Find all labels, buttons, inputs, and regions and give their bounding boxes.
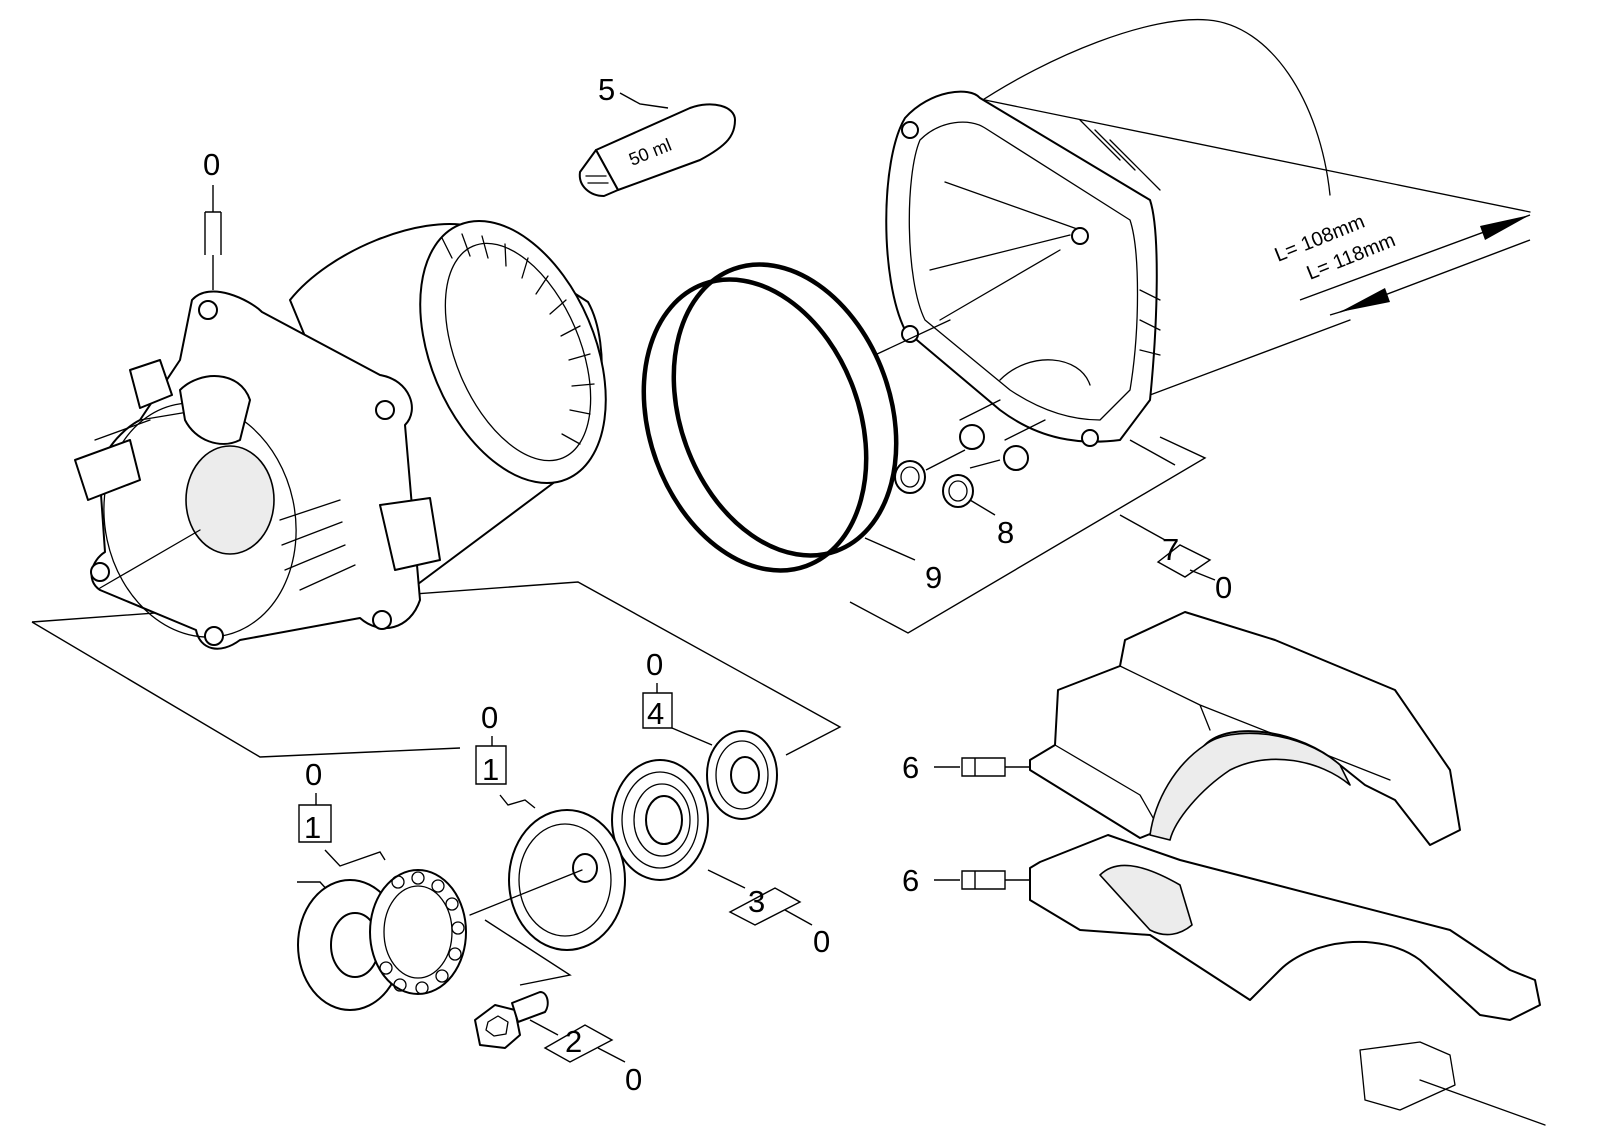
clamp-upper-label: 6 [902,750,919,785]
seal-washer-code: 0 [646,647,663,682]
o-ring-label: 8 [997,515,1014,550]
thrust-part-label: 1 [304,810,321,845]
bearing-flange: 0 1 [469,700,626,951]
pump-housing: L= 108mm L= 118mm 7 0 [849,18,1531,634]
housing-label: 7 [1162,532,1179,567]
cap-ribs [441,233,595,445]
thrust-bearing: 0 1 [297,757,572,1011]
seal-ring: 9 [641,262,942,595]
clamp-lower: 6 [902,834,1546,1126]
thrust-bearing-balls [379,871,465,995]
flange-code: 0 [481,700,498,735]
housing-sub-label: 0 [1215,570,1232,605]
ball-bearing: 3 0 [611,759,830,959]
seal-ring-label: 9 [925,560,942,595]
seal-washer-part-label: 4 [647,696,664,731]
thrust-code: 0 [305,757,322,792]
small-o-rings: 8 [894,449,1014,550]
clamp-upper: 6 [902,611,1461,846]
motor-assembly: 0 [31,147,842,758]
grease-tube-label: 5 [598,72,615,107]
grease-tube: 5 50 ml [578,72,736,197]
seal-washer-assembly: 0 4 [642,647,778,820]
motor-part-code: 0 [203,147,220,182]
screw: 2 0 [474,991,642,1097]
ball-bearing-label: 3 [748,884,765,919]
clamp-lower-label: 6 [902,863,919,898]
flange-part-label: 1 [482,752,499,787]
screw-sub-label: 0 [625,1062,642,1097]
ball-bearing-sub-label: 0 [813,924,830,959]
screw-label: 2 [565,1024,582,1059]
